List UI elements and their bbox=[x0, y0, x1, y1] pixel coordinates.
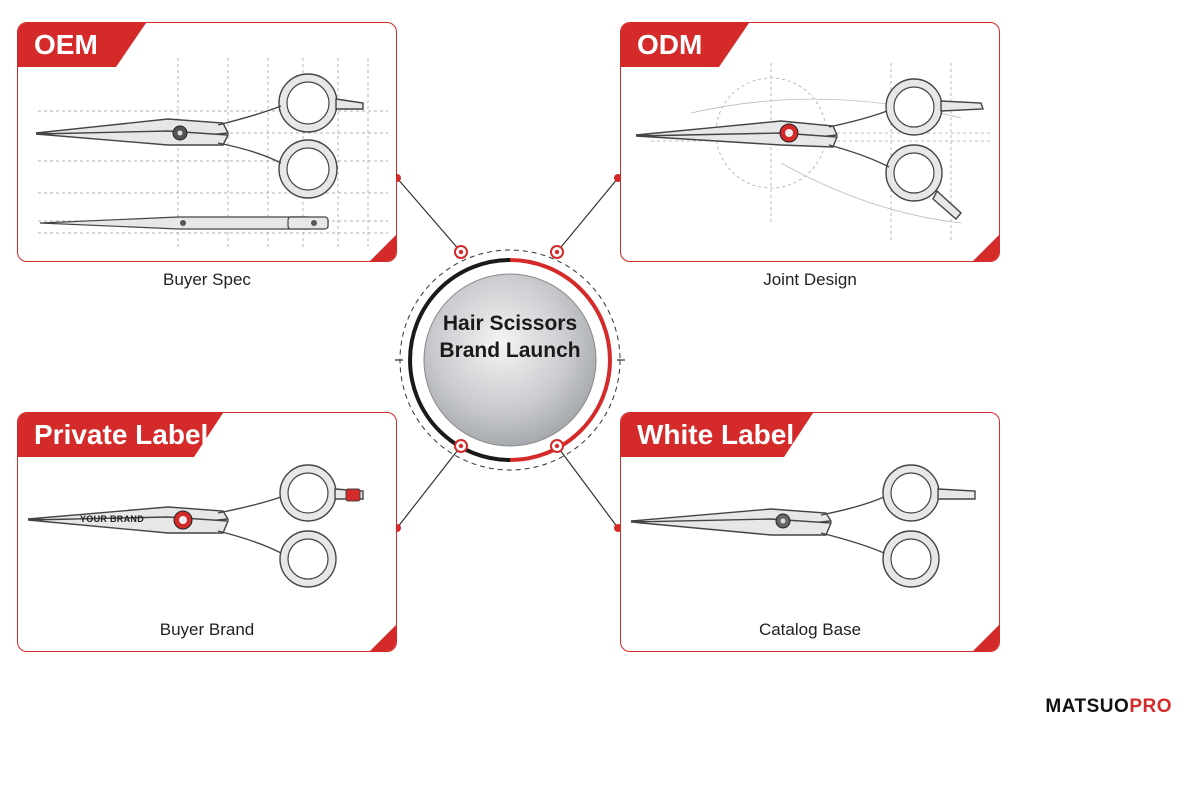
oem-caption: Buyer Spec bbox=[163, 270, 251, 289]
oem-card: OEM bbox=[17, 22, 397, 262]
brand-logo-part1: MATSUO bbox=[1045, 696, 1130, 717]
brand-logo: MATSUOPRO bbox=[1045, 696, 1172, 718]
hub-title: Hair Scissors Brand Launch bbox=[395, 310, 625, 364]
brand-logo-part2: PRO bbox=[1129, 696, 1172, 717]
blade-brand-text: YOUR BRAND bbox=[80, 514, 145, 524]
white-label-tab: White Label bbox=[621, 413, 813, 457]
scissors-icon bbox=[635, 78, 984, 220]
scissors-icon bbox=[630, 464, 976, 588]
private-label-tab: Private Label bbox=[18, 413, 223, 457]
white-label-card: White Label bbox=[620, 412, 1000, 652]
white-label-label: White Label bbox=[637, 419, 795, 450]
private-label-label: Private Label bbox=[34, 419, 209, 450]
hub-title-line1: Hair Scissors bbox=[442, 312, 578, 335]
oem-tab: OEM bbox=[18, 23, 146, 67]
private-label-card: YOUR BRAND Private Label bbox=[17, 412, 397, 652]
white-label-caption: Catalog Base bbox=[758, 620, 862, 639]
odm-card: ODM bbox=[620, 22, 1000, 262]
scissors-icon bbox=[35, 73, 364, 230]
private-label-caption: Buyer Brand bbox=[159, 620, 255, 639]
oem-label: OEM bbox=[34, 29, 98, 60]
odm-caption: Joint Design bbox=[763, 270, 857, 289]
scissors-icon bbox=[27, 464, 364, 588]
odm-tab: ODM bbox=[621, 23, 749, 67]
odm-label: ODM bbox=[637, 29, 703, 60]
hub-circle bbox=[395, 245, 625, 471]
hub-title-line2: Brand Launch bbox=[439, 339, 581, 362]
